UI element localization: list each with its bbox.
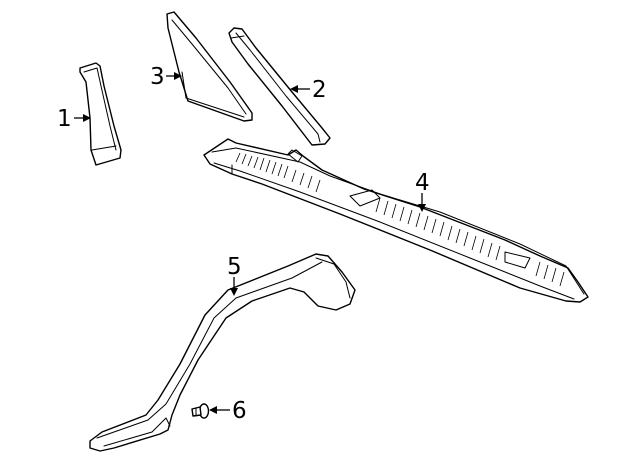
callout-6: 6 [232,398,247,424]
part-4-sill-plate[interactable] [203,138,589,303]
leader-2 [290,85,310,93]
callout-4: 4 [415,170,430,196]
part-5-garnish[interactable] [89,253,356,452]
leader-3 [166,72,182,80]
callout-5: 5 [227,254,242,280]
callout-2: 2 [312,77,327,103]
leader-4 [418,193,426,212]
callout-1: 1 [57,106,72,132]
callout-3: 3 [150,64,165,90]
leader-1 [74,114,91,122]
part-1-pillar-trim[interactable] [79,62,122,166]
leader-5 [230,277,238,296]
part-6-clip[interactable] [191,403,210,419]
part-3-triangle-panel[interactable] [166,11,253,122]
leader-6 [209,406,230,414]
part-2-strip[interactable] [228,27,331,146]
